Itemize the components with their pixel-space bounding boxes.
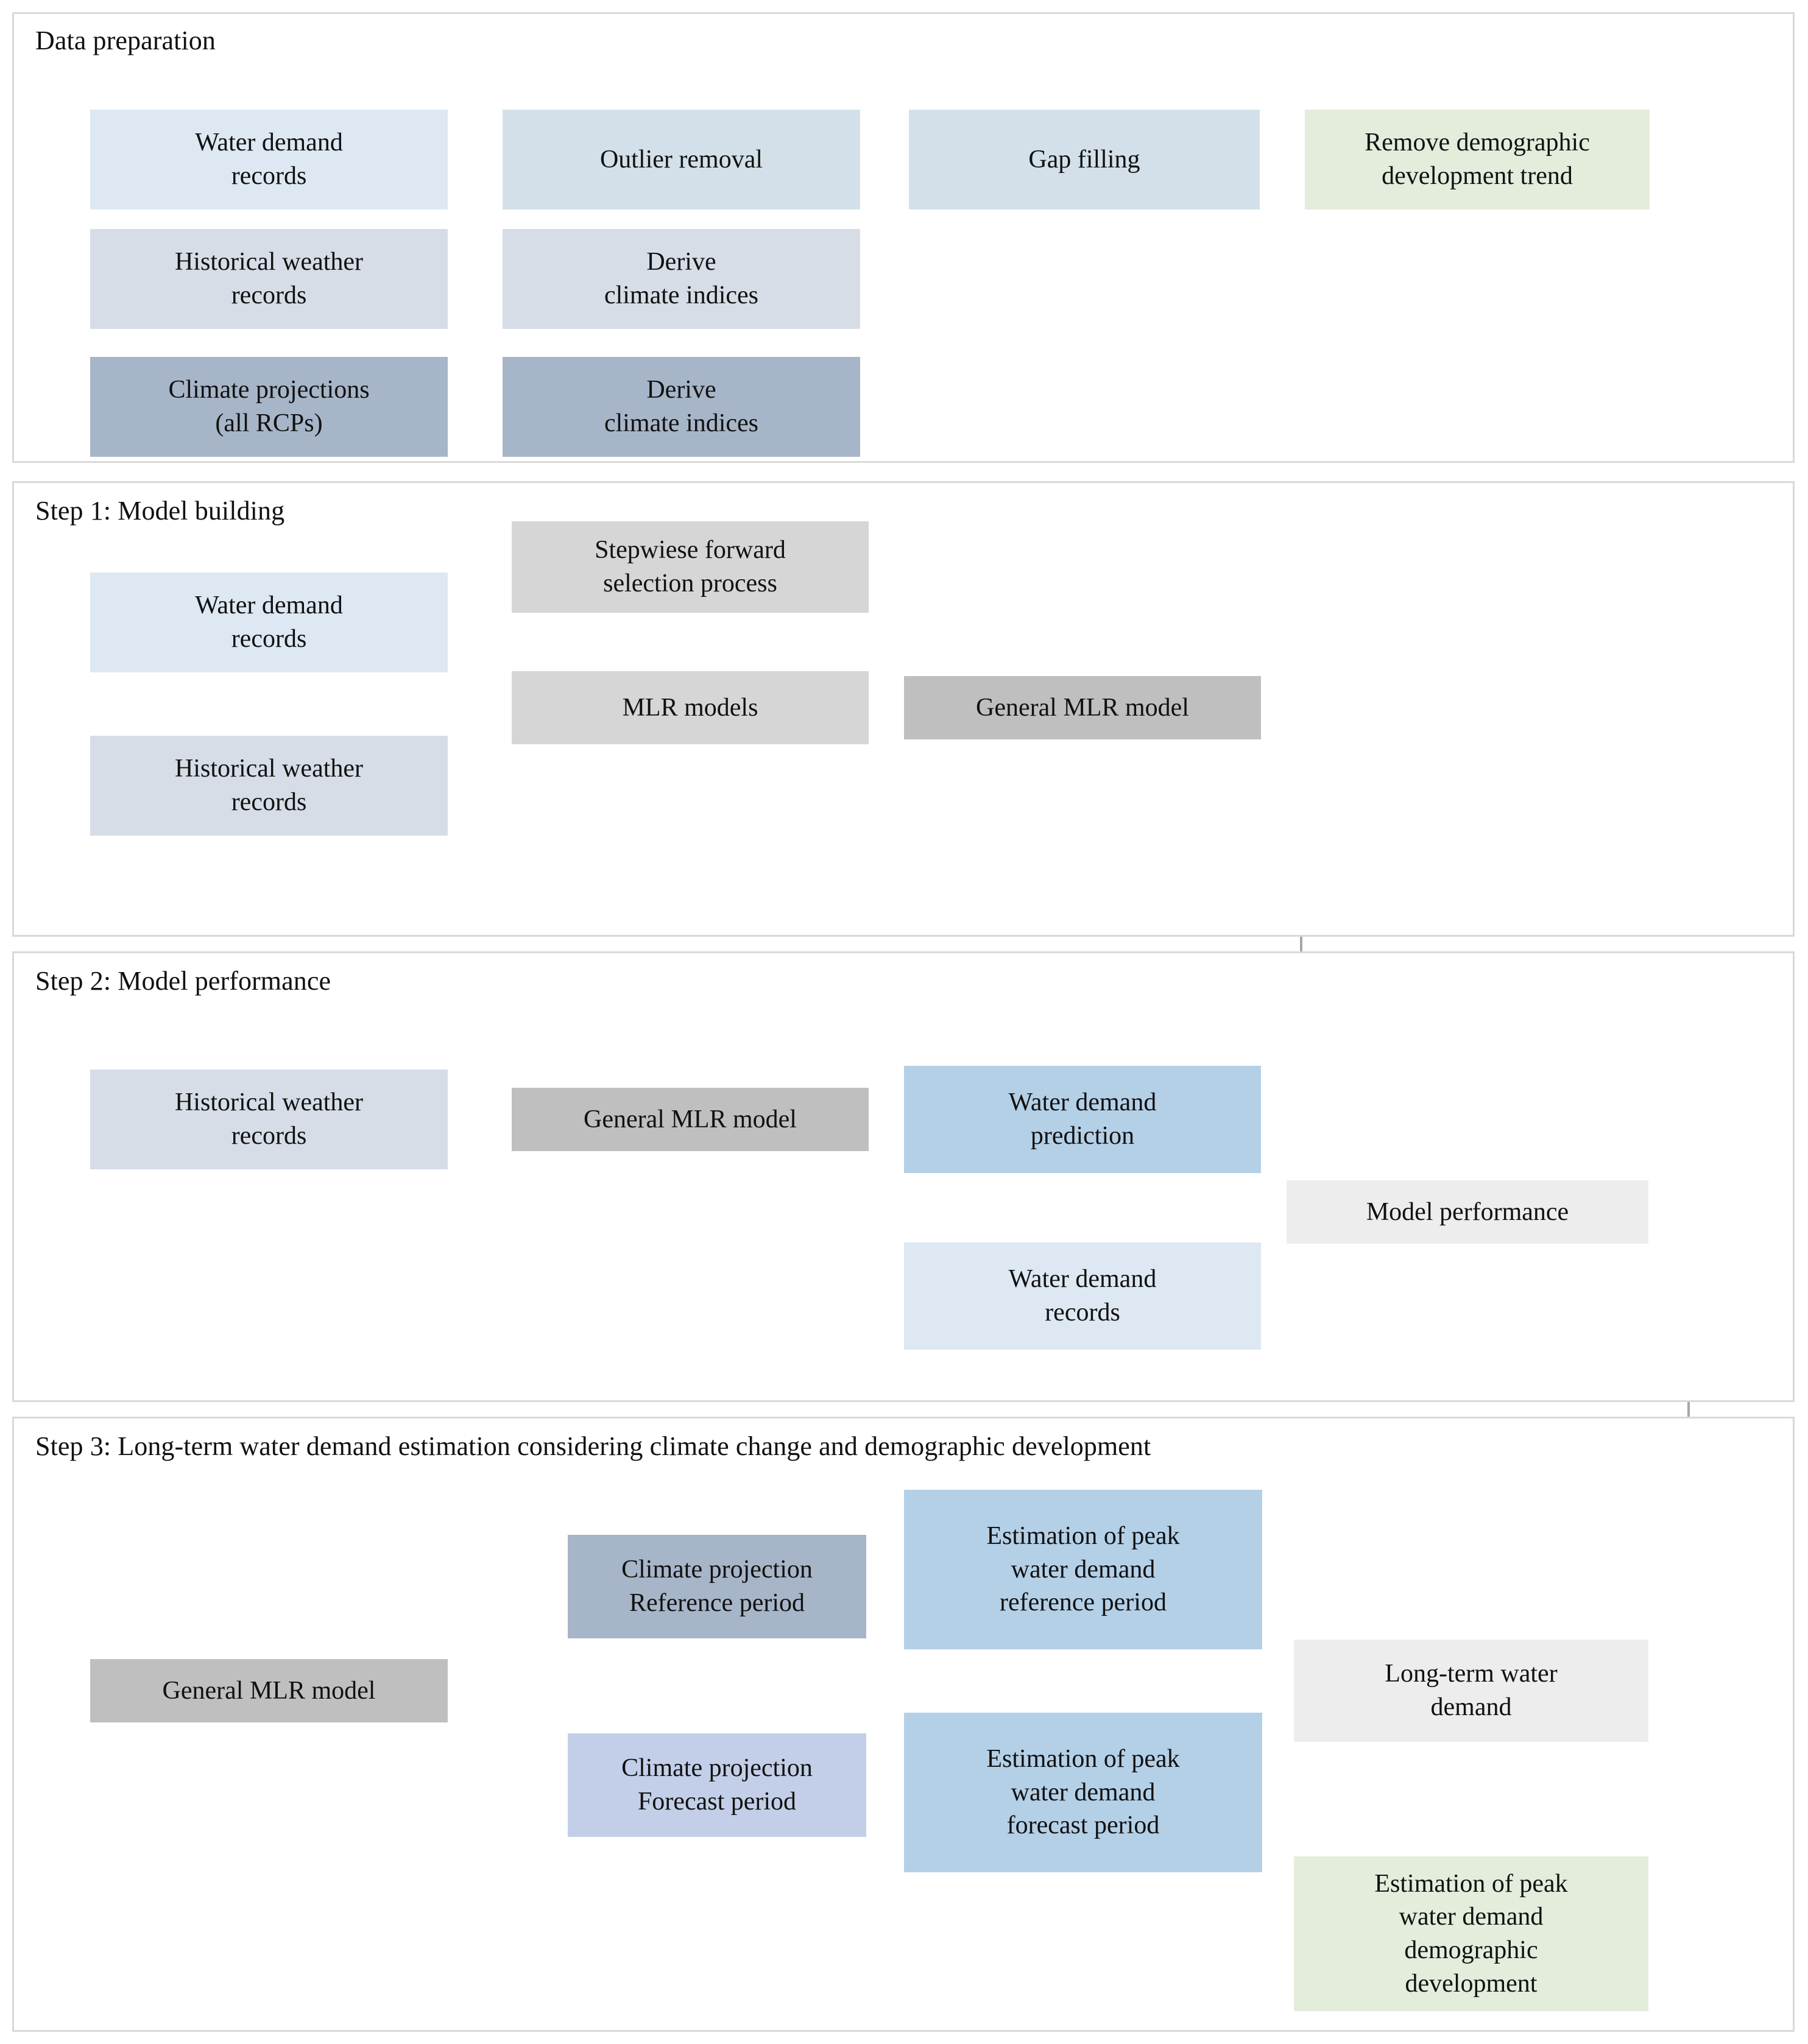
node-line: forecast period [1006,1811,1160,1840]
node-line: Climate projection [621,1556,813,1584]
node-s1-mlr-models: MLR models [512,671,869,744]
node-line: Long-term water [1385,1660,1558,1688]
node-line: Reference period [629,1589,805,1617]
node-line: Historical weather [174,248,364,277]
node-line: reference period [1000,1588,1167,1617]
node-dp-derive-climate-indices-historical: Derive climate indices [503,229,860,329]
node-s1-stepwise-selection: Stepwiese forward selection process [512,521,869,613]
node-line: Historical weather [174,1088,364,1117]
node-s1-general-mlr-model: General MLR model [904,676,1261,739]
node-line: demand [1430,1693,1512,1721]
node-line: Model performance [1366,1197,1569,1226]
node-line: water demand [1399,1903,1544,1931]
node-line: development trend [1382,162,1573,190]
panel-step-2 [12,951,1795,1402]
node-s3-estimation-demographic: Estimation of peak water demand demographi… [1294,1856,1648,2011]
node-line: Water demand [195,591,343,620]
node-line: Historical weather [174,755,364,783]
node-line: development [1405,1969,1538,1998]
node-line: selection process [603,569,777,597]
node-line: Climate projections [168,376,370,404]
node-line: Estimation of peak [986,1522,1180,1551]
node-line: Derive [646,248,716,277]
node-line: MLR models [622,693,758,722]
node-line: records [231,281,307,309]
node-line: Water demand [1008,1265,1157,1294]
node-line: (all RCPs) [215,409,323,437]
node-dp-climate-projections: Climate projections (all RCPs) [90,357,448,457]
node-line: General MLR model [162,1676,376,1705]
panel-title-step-1: Step 1: Model building [35,496,285,526]
node-line: Climate projection [621,1754,813,1783]
node-line: Estimation of peak [986,1745,1180,1774]
node-line: Outlier removal [599,145,763,174]
node-line: records [1045,1299,1120,1327]
panel-title-data-preparation: Data preparation [35,26,216,55]
node-dp-water-demand-records: Water demand records [90,110,448,210]
node-line: prediction [1030,1122,1135,1150]
panel-title-step-3: Step 3: Long-term water demand estimatio… [35,1431,1151,1461]
node-line: climate indices [604,281,759,309]
node-s2-water-demand-prediction: Water demand prediction [904,1066,1261,1173]
node-line: General MLR model [584,1105,797,1133]
panel-step-1 [12,481,1795,937]
node-s2-general-mlr-model: General MLR model [512,1088,869,1151]
node-s2-water-demand-records: Water demand records [904,1242,1261,1350]
node-line: Forecast period [637,1788,797,1816]
node-s1-historical-weather-records: Historical weather records [90,736,448,836]
node-line: Derive [646,376,716,404]
node-line: Water demand [1008,1088,1157,1117]
node-s2-model-performance: Model performance [1287,1180,1648,1244]
node-s3-long-term-water-demand: Long-term water demand [1294,1640,1648,1742]
node-line: demographic [1404,1936,1538,1964]
node-s1-water-demand-records: Water demand records [90,573,448,672]
node-line: records [231,788,307,816]
node-line: records [231,625,307,653]
node-line: General MLR model [976,693,1189,722]
node-line: climate indices [604,409,759,437]
node-line: Estimation of peak [1374,1869,1568,1898]
node-line: Water demand [195,129,343,157]
node-dp-remove-demographic-trend: Remove demographic development trend [1305,110,1650,210]
node-line: Gap filling [1028,145,1140,174]
node-line: water demand [1011,1555,1156,1584]
node-dp-historical-weather-records: Historical weather records [90,229,448,329]
node-s3-general-mlr-model: General MLR model [90,1659,448,1722]
node-dp-derive-climate-indices-projection: Derive climate indices [503,357,860,457]
node-s2-historical-weather-records: Historical weather records [90,1070,448,1169]
node-line: Stepwiese forward [595,536,786,565]
node-line: water demand [1011,1778,1156,1806]
panel-title-step-2: Step 2: Model performance [35,966,331,996]
node-dp-gap-filling: Gap filling [909,110,1260,210]
node-line: Remove demographic [1365,129,1590,157]
node-line: records [231,162,307,190]
node-s3-estimation-forecast: Estimation of peak water demand forecast p… [904,1713,1262,1872]
node-line: records [231,1122,307,1150]
node-s3-estimation-reference: Estimation of peak water demand reference … [904,1490,1262,1649]
node-dp-outlier-removal: Outlier removal [503,110,860,210]
